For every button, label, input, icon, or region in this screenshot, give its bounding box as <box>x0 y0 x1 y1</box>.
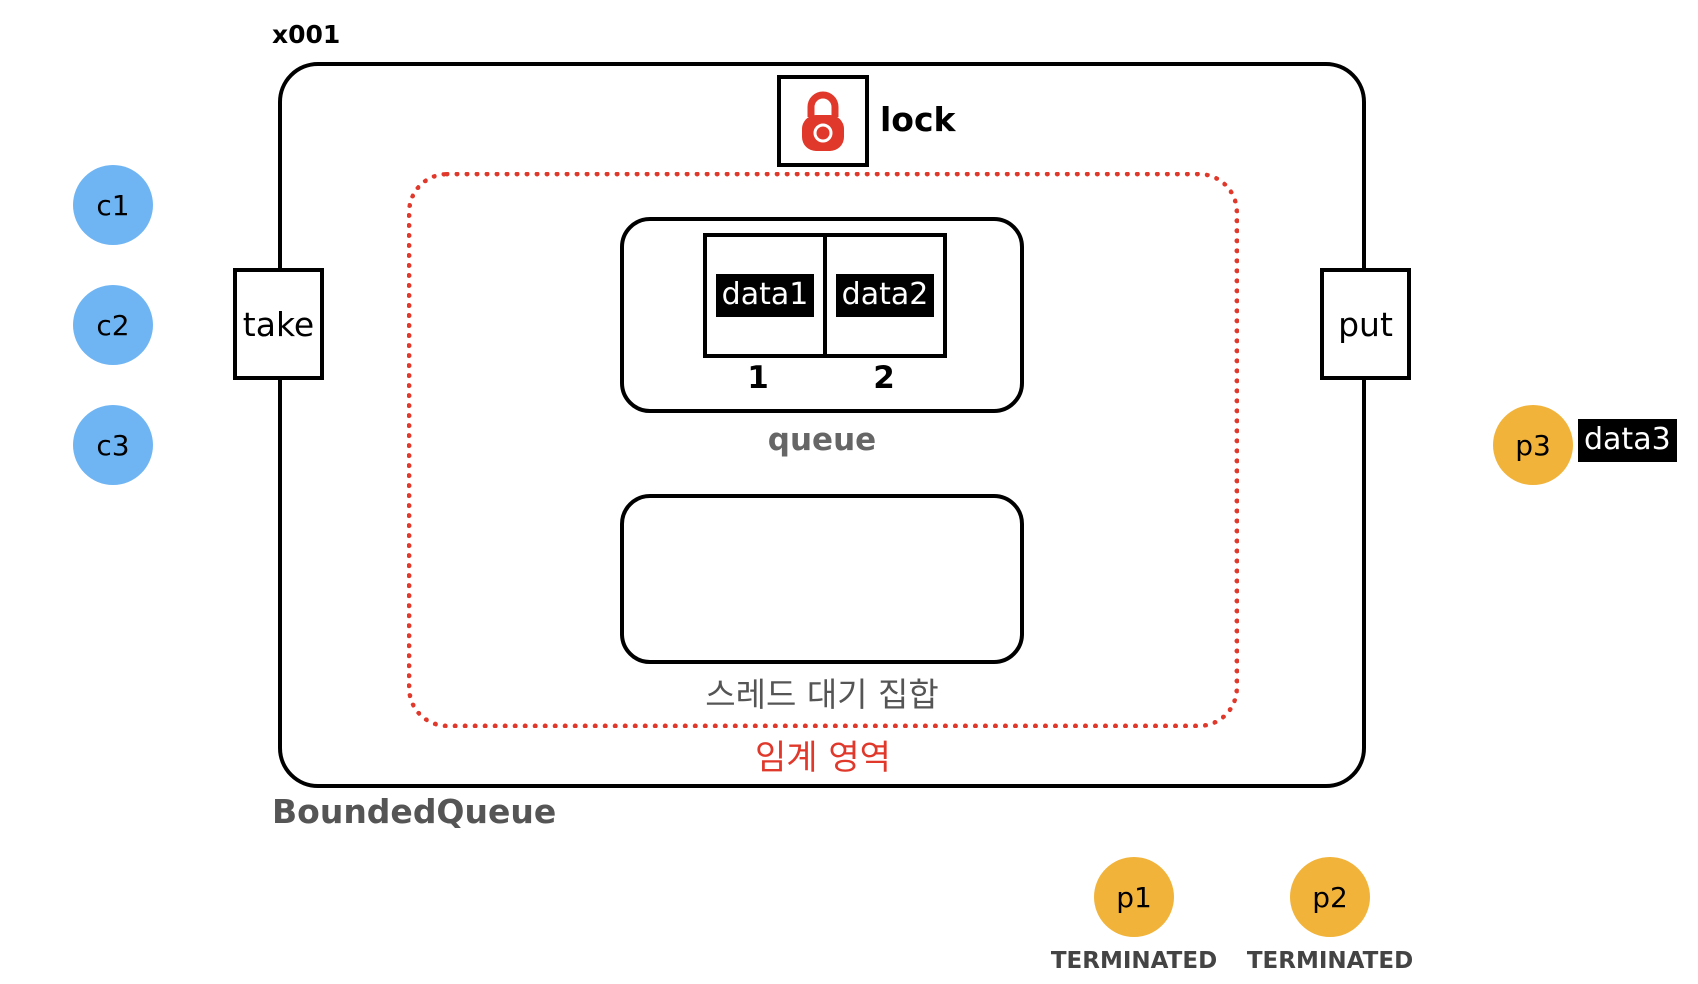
consumer-thread-c1: c1 <box>73 165 153 245</box>
critical-section-label: 임계 영역 <box>755 738 891 778</box>
put-method: put <box>1320 268 1411 380</box>
take-method: take <box>233 268 324 380</box>
consumer-thread-c2: c2 <box>73 285 153 365</box>
queue-slots: data1 data2 <box>703 233 947 358</box>
producer-thread-p2: p2 <box>1290 857 1370 937</box>
data-item: data1 <box>715 274 815 317</box>
producer-thread-p3: p3 <box>1493 405 1573 485</box>
queue-slot: data1 <box>707 237 823 354</box>
thread-status-label: TERMINATED <box>1246 948 1414 974</box>
class-name-label: BoundedQueue <box>272 792 557 831</box>
bounded-queue-box <box>278 62 1366 788</box>
data-item: data3 <box>1578 419 1677 462</box>
queue-label: queue <box>767 422 877 458</box>
thread-wait-set-label: 스레드 대기 집합 <box>705 675 939 714</box>
queue-slot: data2 <box>823 237 943 354</box>
queue-index: 1 <box>747 360 769 396</box>
reference-label: x001 <box>272 20 341 49</box>
thread-wait-set-box <box>620 494 1024 664</box>
critical-section <box>407 172 1239 728</box>
thread-status-label: TERMINATED <box>1050 948 1218 974</box>
padlock-icon <box>802 91 844 151</box>
data-item: data2 <box>835 274 935 317</box>
producer-thread-p1: p1 <box>1094 857 1174 937</box>
lock-label: lock <box>880 100 956 139</box>
consumer-thread-c3: c3 <box>73 405 153 485</box>
lock-box <box>777 75 869 167</box>
queue-box <box>620 217 1024 413</box>
queue-index: 2 <box>873 360 895 396</box>
